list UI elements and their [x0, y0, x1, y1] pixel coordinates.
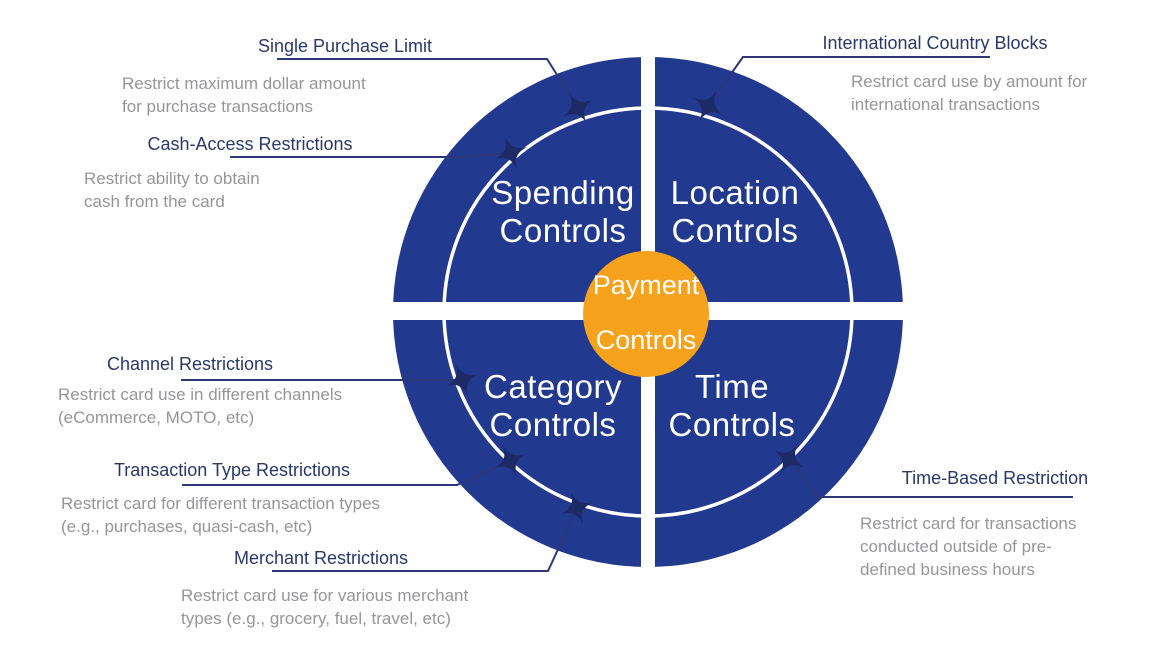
callout-title-single-purchase-limit: Single Purchase Limit — [257, 36, 433, 56]
callout-title-merchant-restrictions: Merchant Restrictions — [233, 548, 409, 568]
callout-desc-cash-access-restrictions: Restrict ability to obtain cash from the… — [84, 169, 260, 211]
arrow-star-cash-access — [495, 137, 527, 169]
callout-title-time-based-restriction: Time-Based Restriction — [901, 468, 1089, 488]
quadrant-label-spending: Spending Controls — [491, 174, 635, 249]
callout-desc-transaction-type-restrictions: Restrict card for different transaction … — [61, 494, 381, 536]
callout-desc-international-country-blocks: Restrict card use by amount for internat… — [851, 72, 1088, 114]
leader-cash-access — [230, 152, 512, 158]
center-hub — [583, 251, 709, 377]
arrow-star-merchant — [561, 492, 593, 524]
quadrant-label-category: Category Controls — [484, 368, 622, 443]
arrow-stars — [446, 91, 804, 524]
leader-time-based — [788, 458, 1073, 498]
callout-title-international-country-blocks: International Country Blocks — [822, 33, 1048, 53]
arrow-star-time-based — [774, 444, 804, 474]
callout-title-channel-restrictions: Channel Restrictions — [106, 354, 274, 374]
callout-title-cash-access-restrictions: Cash-Access Restrictions — [147, 134, 353, 154]
callout-desc-channel-restrictions: Restrict card use in different channels … — [58, 385, 343, 427]
leader-transaction-type — [182, 460, 511, 486]
arrow-star-international — [693, 91, 723, 121]
callout-desc-single-purchase-limit: Restrict maximum dollar amount for purch… — [122, 74, 366, 116]
leader-lines — [181, 56, 1073, 572]
arrow-star-single-purchase — [563, 93, 593, 123]
arrow-star-transaction-type — [494, 445, 526, 477]
callout-title-transaction-type-restrictions: Transaction Type Restrictions — [113, 460, 351, 480]
quadrant-label-time: Time Controls — [668, 368, 796, 443]
leader-single-purchase-limit — [277, 58, 579, 109]
callout-desc-merchant-restrictions: Restrict card use for various merchant t… — [181, 586, 469, 628]
arrow-star-channel — [446, 364, 478, 396]
leader-international-country-blocks — [707, 56, 990, 107]
quadrant-label-location: Location Controls — [670, 174, 800, 249]
callout-desc-time-based-restriction: Restrict card for transactions conducted… — [860, 514, 1077, 579]
leader-merchant-restrictions — [272, 507, 578, 572]
center-hub-label: Payment Controls — [592, 270, 700, 355]
